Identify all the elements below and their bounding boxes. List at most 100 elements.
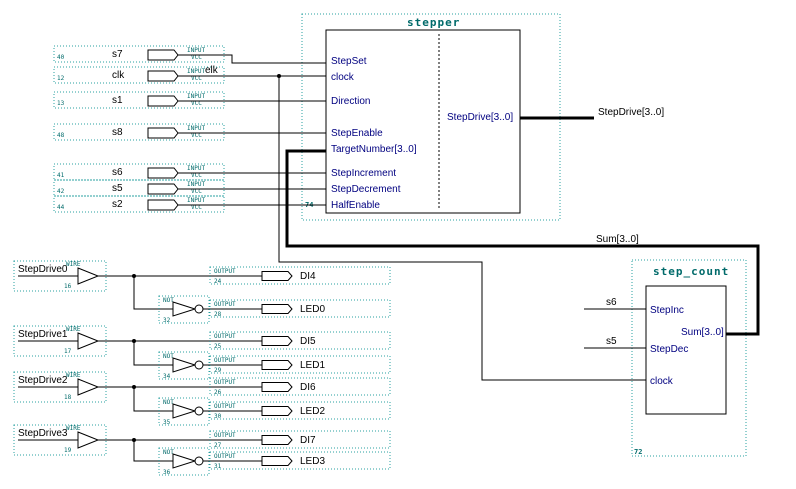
wire-buffer-type: WIRE	[66, 425, 81, 432]
input-pin-number: 41	[57, 172, 65, 179]
input-pin-supply: VCC	[191, 75, 202, 82]
di-output-glyph	[261, 435, 293, 445]
wire-buffer-triangle	[77, 332, 100, 350]
led-output-frame	[209, 299, 391, 318]
stepper-port-stepincrement: StepIncrement	[331, 168, 396, 179]
di-output-frame	[209, 377, 391, 396]
led-output-name: LED0	[300, 304, 325, 315]
not-branch-wire	[133, 276, 173, 310]
not-gate-triangle	[172, 301, 197, 317]
step-count-id: 72	[634, 448, 642, 456]
di-output-name: DI4	[300, 271, 316, 282]
step-count-port-stepdec: StepDec	[650, 344, 688, 355]
step-count-title: step_count	[653, 265, 729, 278]
input-pin-frame	[53, 195, 225, 213]
input-pin-number: 13	[57, 100, 65, 107]
not-gate-bubble	[194, 360, 204, 370]
di-output-name: DI7	[300, 435, 316, 446]
input-pin-type: INPUT	[187, 181, 205, 188]
wire-buffer-triangle	[77, 378, 100, 396]
stepper-port-halfenable: HalfEnable	[331, 200, 380, 211]
led-output-type: OUTPUT	[214, 301, 236, 308]
wire-buffer-frame	[13, 325, 107, 357]
di-output-frame	[209, 266, 391, 285]
driver-input-label: StepDrive2	[18, 375, 68, 386]
wire-clk-to-step-count	[278, 76, 646, 381]
input-pin-name: s5	[112, 183, 123, 194]
wire-s7	[178, 54, 326, 64]
input-pin-supply: VCC	[191, 172, 202, 179]
input-pin-type: INPUT	[187, 68, 205, 75]
input-pin-type: INPUT	[187, 93, 205, 100]
led-output-frame	[209, 451, 391, 470]
stepper-title: stepper	[407, 16, 460, 29]
led-output-glyph	[261, 304, 293, 314]
wire-buffer-triangle	[77, 431, 100, 449]
input-pin-name: clk	[112, 70, 125, 81]
wire-buffer-id: 16	[64, 283, 72, 290]
di-output-type: OUTPUT	[214, 333, 236, 340]
input-pin-glyph	[147, 127, 179, 139]
step-count-block[interactable]: step_count StepInc StepDec clock Sum[3..…	[631, 259, 747, 457]
led-output-glyph	[261, 456, 293, 466]
bus-wiring: StepDrive[3..0] Sum[3..0] s6 s5	[285, 107, 760, 349]
wire-buffer-id: 19	[64, 447, 72, 454]
label-step-count-s6: s6	[606, 297, 617, 308]
stepper-port-direction: Direction	[331, 96, 370, 107]
di-output-pin: 25	[214, 343, 222, 350]
di-output-type: OUTPUT	[214, 379, 236, 386]
input-pin-number: 12	[57, 75, 65, 82]
led-output-name: LED1	[300, 360, 325, 371]
led-output-type: OUTPUT	[214, 453, 236, 460]
led-output-frame	[209, 401, 391, 420]
di-output-glyph	[261, 271, 293, 281]
not-gate-triangle	[172, 357, 197, 373]
input-pin-type: INPUT	[187, 197, 205, 204]
not-gate-id: 35	[163, 419, 171, 426]
input-pin-glyph	[147, 95, 179, 107]
stepper-block[interactable]: stepper StepSet clock Direction StepEnab…	[301, 13, 561, 221]
input-pin-type: INPUT	[187, 125, 205, 132]
not-branch-wire	[133, 387, 173, 412]
label-sum-bus: Sum[3..0]	[596, 234, 639, 245]
not-gate-bubble	[194, 406, 204, 416]
input-wiring: elk	[178, 54, 646, 381]
di-output-type: OUTPUT	[214, 268, 236, 275]
stepper-port-stepdecrement: StepDecrement	[331, 184, 401, 195]
step-count-port-sum: Sum[3..0]	[681, 327, 724, 338]
stepper-port-stepset: StepSet	[331, 56, 367, 67]
input-pin-number: 42	[57, 188, 65, 195]
step-count-port-stepinc: StepInc	[650, 305, 684, 316]
not-gate-bubble	[194, 456, 204, 466]
not-gate-triangle	[172, 403, 197, 419]
di-output-frame	[209, 430, 391, 449]
not-gate-type: NOT	[163, 353, 174, 360]
wire-buffer-type: WIRE	[66, 261, 81, 268]
label-stepdrive-bus: StepDrive[3..0]	[598, 107, 664, 118]
led-output-pin: 28	[214, 311, 222, 318]
stepper-port-targetnumber: TargetNumber[3..0]	[331, 144, 417, 155]
input-pin-supply: VCC	[191, 54, 202, 61]
input-pin-name: s2	[112, 199, 123, 210]
not-gate-id: 36	[163, 469, 171, 476]
di-output-pin: 26	[214, 389, 222, 396]
led-output-frame	[209, 355, 391, 374]
stepper-body	[325, 29, 521, 214]
di-output-pin: 24	[214, 278, 222, 285]
not-branch-wire	[133, 341, 173, 366]
wire-buffer-frame	[13, 424, 107, 456]
not-gate-type: NOT	[163, 399, 174, 406]
input-pin-supply: VCC	[191, 132, 202, 139]
led-output-name: LED2	[300, 406, 325, 417]
driver-input-label: StepDrive0	[18, 264, 68, 275]
step-count-dotted-frame	[631, 259, 747, 457]
input-pin-glyph	[147, 199, 179, 211]
